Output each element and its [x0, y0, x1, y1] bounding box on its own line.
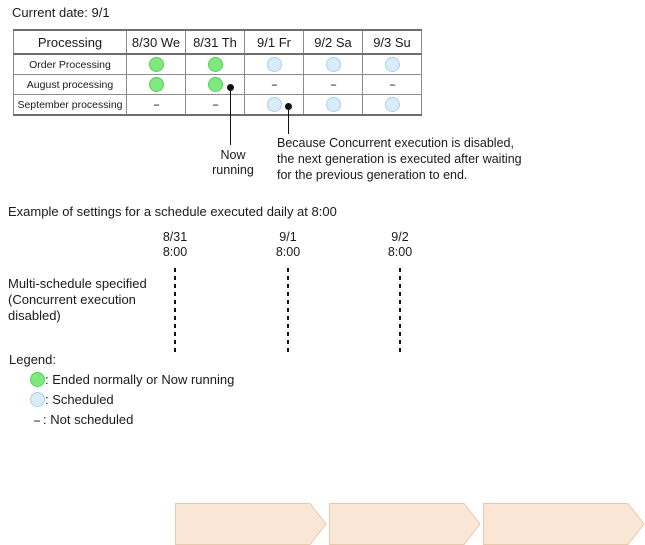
concurrent-note-line-1: Because Concurrent execution is disabled… [277, 136, 514, 150]
dash-status-mark: -- [153, 98, 159, 111]
table-header-day-4: 9/3 Su [362, 29, 422, 55]
generation-arrow-2 [329, 503, 481, 545]
dash-status-mark: -- [330, 78, 336, 91]
cell-order-9-1 [244, 53, 304, 75]
concurrent-execution-note: Because Concurrent execution is disabled… [277, 135, 577, 183]
multi-schedule-label-line-2: (Concurrent execution [8, 292, 136, 307]
cell-order-9-2 [303, 53, 363, 75]
green-status-circle [148, 57, 164, 72]
now-running-marker-dot [227, 84, 234, 91]
cell-september-9-1 [244, 94, 304, 116]
example-heading: Example of settings for a schedule execu… [8, 204, 337, 219]
multi-schedule-row-label: Multi-schedule specified (Concurrent exe… [8, 276, 173, 324]
now-running-callout: Now running [196, 148, 270, 178]
row-label-september-processing: September processing [13, 94, 127, 116]
tick-line-0 [174, 268, 176, 354]
green-status-circle [207, 77, 223, 92]
cell-august-9-3: -- [362, 74, 422, 95]
blue-status-circle [325, 97, 341, 112]
dash-status-mark: -- [389, 78, 395, 91]
green-circle-icon [30, 372, 45, 387]
blue-status-circle [384, 57, 400, 72]
cell-august-9-1: -- [244, 74, 304, 95]
green-status-circle [148, 77, 164, 92]
table-header-day-0: 8/30 We [126, 29, 186, 55]
table-header-day-1: 8/31 Th [185, 29, 245, 55]
concurrent-note-leader-line [288, 110, 289, 134]
row-label-august-processing: August processing [13, 74, 127, 95]
tick-label-0: 8/31 8:00 [140, 230, 210, 260]
now-running-line-1: Now [220, 148, 246, 162]
table-body: Order Processing August processing -- --… [13, 53, 422, 116]
table-header-processing: Processing [13, 29, 127, 55]
row-label-order-processing: Order Processing [13, 53, 127, 75]
dash-status-mark: -- [212, 98, 218, 111]
legend: Legend: : Ended normally or Now running … [9, 352, 234, 427]
legend-label-scheduled: : Scheduled [45, 392, 114, 407]
current-date-label: Current date: 9/1 [12, 5, 110, 20]
tick-time-1: 8:00 [275, 245, 301, 259]
dash-icon: -- [33, 412, 41, 427]
concurrent-note-line-3: for the previous generation to end. [277, 168, 468, 182]
blue-status-circle [325, 57, 341, 72]
tick-date-1: 9/1 [279, 230, 297, 244]
tick-time-2: 8:00 [387, 245, 413, 259]
legend-label-ended-normally: : Ended normally or Now running [45, 372, 235, 387]
cell-august-8-31 [185, 74, 245, 95]
legend-item-not-scheduled: -- : Not scheduled [9, 412, 234, 427]
cell-order-8-30 [126, 53, 186, 75]
cell-august-9-2: -- [303, 74, 363, 95]
tick-date-2: 9/2 [391, 230, 409, 244]
cell-order-9-3 [362, 53, 422, 75]
multi-schedule-label-line-3: disabled) [8, 308, 61, 323]
schedule-table: Processing 8/30 We 8/31 Th 9/1 Fr 9/2 Sa… [13, 29, 422, 116]
legend-item-ended-normally: : Ended normally or Now running [9, 372, 234, 387]
tick-date-0: 8/31 [162, 230, 188, 244]
blue-circle-icon [30, 392, 45, 407]
tick-line-1 [287, 268, 289, 354]
now-running-leader-line [230, 91, 231, 145]
cell-order-8-31 [185, 53, 245, 75]
blue-status-circle [266, 57, 282, 72]
now-running-line-2: running [212, 163, 254, 177]
cell-august-8-30 [126, 74, 186, 95]
table-row: Order Processing [13, 53, 422, 75]
dash-status-mark: -- [271, 78, 277, 91]
legend-item-scheduled: : Scheduled [9, 392, 234, 407]
concurrent-note-marker-dot [285, 103, 292, 110]
cell-september-9-2 [303, 94, 363, 116]
cell-september-9-3 [362, 94, 422, 116]
cell-september-8-31: -- [185, 94, 245, 116]
generation-arrow-3 [483, 503, 645, 545]
tick-time-0: 8:00 [162, 245, 188, 259]
table-header-row: Processing 8/30 We 8/31 Th 9/1 Fr 9/2 Sa… [13, 29, 422, 55]
table-header-day-2: 9/1 Fr [244, 29, 304, 55]
table-row: September processing -- -- [13, 94, 422, 116]
legend-label-not-scheduled: : Not scheduled [43, 412, 134, 427]
tick-label-1: 9/1 8:00 [253, 230, 323, 260]
table-row: August processing -- -- -- [13, 74, 422, 95]
tick-line-2 [399, 268, 401, 354]
cell-september-8-30: -- [126, 94, 186, 116]
green-status-circle [207, 57, 223, 72]
blue-status-circle [384, 97, 400, 112]
blue-status-circle [266, 97, 282, 112]
table-header-day-3: 9/2 Sa [303, 29, 363, 55]
multi-schedule-label-line-1: Multi-schedule specified [8, 276, 147, 291]
generation-arrow-1 [175, 503, 327, 545]
legend-title: Legend: [9, 352, 56, 367]
concurrent-note-line-2: the next generation is executed after wa… [277, 152, 522, 166]
tick-label-2: 9/2 8:00 [365, 230, 435, 260]
